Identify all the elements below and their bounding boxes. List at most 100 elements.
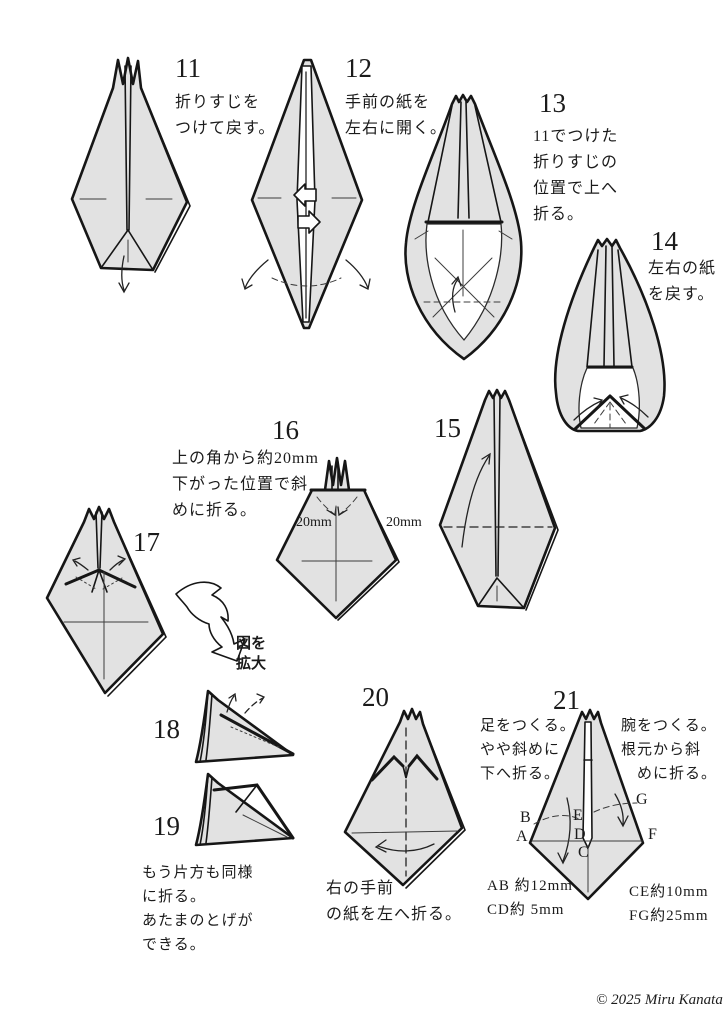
paper-shape [194,772,295,847]
step-16-mm-label-left: 20mm [296,515,332,530]
fold-arrow-left-head [228,692,237,702]
center-slit [95,511,103,569]
step-16-mm-label-right: 20mm [386,515,422,530]
arm-fold-arrow-head [617,815,629,828]
thorn-inner-edge [235,784,258,813]
step-12-diagram [241,58,371,330]
copyright-notice: © 2025 Miru Kanata [596,992,723,1008]
step-11-diagram [70,56,191,294]
layer-edge [508,399,559,611]
point-label-G: G [636,791,648,808]
measure-ab-cd: AB 約12mm CD約 5mm [487,878,573,918]
step-21-number: 21 [553,685,580,715]
zoom-note: 図を 拡大 [236,635,267,672]
fold-arrow-right-head [337,506,348,517]
block-arrow-shape [175,581,246,662]
spread-arc [271,277,342,287]
step-15-number: 15 [434,413,461,443]
fold-arrow [377,843,435,852]
spike-inner-lines [331,461,339,490]
fold-arrow-right-head [117,555,127,566]
flap-edges [477,577,525,609]
cross-creases [301,505,373,602]
layer-edge [337,489,400,621]
step-16-number: 16 [272,415,299,445]
point-label-D: D [574,826,586,843]
step-21-caption-left: 足をつくる。 やや斜めに 下へ折る。 [480,718,576,782]
radiating-creases [593,401,627,429]
center-slit [493,395,501,577]
fold-arrow-right [109,559,124,571]
point-label-C: C [578,844,589,861]
head-center-notch [402,765,410,779]
return-arrow-right-head [619,394,629,405]
fold-arrow-head [118,282,130,294]
wing-inner-edges [427,105,502,223]
step-12-caption: 手前の紙を 左右に開く。 [345,94,448,137]
leg-fold-arrow-head [557,852,569,865]
layer-edge [107,521,167,697]
center-slit [457,101,470,219]
fold-arrow-right [244,697,264,714]
flap-edges [100,229,154,271]
arm-fold-arrow [614,793,624,825]
step-18-diagram [194,689,295,764]
spread-arrow-left-head [241,278,253,290]
wing-inner-edges [586,249,633,368]
fold-arrow-head [481,452,491,465]
layer-edge [405,723,466,889]
fold-arrow-right-head [256,693,265,704]
cross-creases [63,571,149,680]
center-slit [603,245,615,367]
zoom-block-arrow-icon [175,581,246,662]
step-20-number: 20 [362,682,389,712]
point-label-A: A [516,828,528,845]
paper-shape [45,505,165,695]
step-16-diagram [275,456,400,621]
spread-arrow-right [345,259,369,289]
step-12-number: 12 [345,53,372,83]
step-14-number: 14 [651,226,678,256]
point-label-E: E [573,807,583,824]
leg-fold-line [533,815,582,825]
step-19-caption: もう片方も同様 に折る。 あたまのとげが できる。 [142,865,254,953]
return-arrow-right [620,397,649,418]
fold-arrow [121,255,125,291]
step-20-caption: 右の手前 の紙を左へ折る。 [326,880,463,923]
open-arrow-right [297,210,321,234]
step-17-diagram [45,505,167,697]
thorn-inner-edges [91,569,108,593]
fold-arrow-left-head [71,557,81,567]
inner-white-area [425,223,503,341]
hidden-fold-line [230,726,282,749]
crease-line [242,814,288,838]
step-16-caption: 上の角から約20mm 下がった位置で斜 めに折る。 [172,450,319,519]
open-arrow-left [293,183,317,207]
step-19-diagram [194,772,295,847]
center-slit [124,65,132,231]
step-13-diagram [404,93,523,361]
step-19-number: 19 [153,811,180,841]
measure-ce-fg: CE約10mm FG約25mm [629,884,709,924]
fold-line [219,713,295,756]
spike-lines [199,773,213,846]
step-14-caption: 左右の紙 を戻す。 [648,260,717,303]
layer-edge [140,87,191,273]
head-thorn-edges [370,753,439,782]
step-13-number: 13 [539,88,566,118]
spread-arrow-right-head [359,278,371,290]
return-arrow-left [573,400,602,421]
fold-arrow-left [74,560,89,571]
paper-shape [343,707,464,887]
fold-arrow-left [226,695,235,713]
horizontal-crease [351,830,459,834]
step-15-diagram [438,388,559,611]
step-14-diagram [553,237,666,433]
edge-ticks [414,230,513,240]
paper-shape [438,388,557,610]
hidden-fold-lines [75,576,123,590]
fold-arrow-head [374,839,387,853]
spike-lines [199,690,213,763]
